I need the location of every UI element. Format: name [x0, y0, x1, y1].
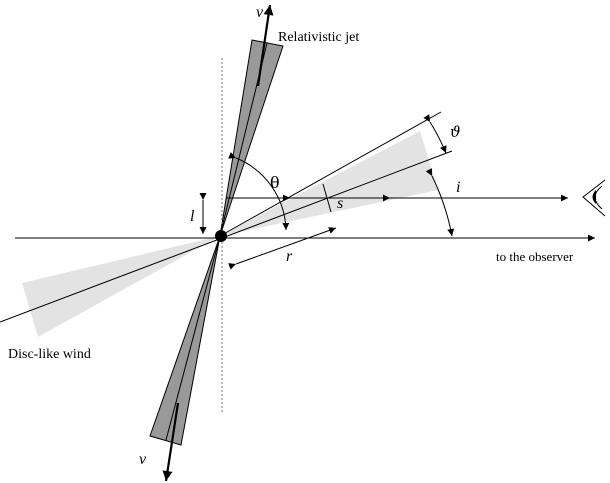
wind-cone-back: [22, 236, 220, 337]
theta-label: θ: [270, 173, 280, 192]
velocity-label-bottom: v: [139, 451, 147, 468]
inclination-label: i: [456, 179, 460, 196]
velocity-label-top: v: [256, 4, 264, 21]
radius-arrow: [228, 227, 337, 270]
jet-cone-lower: [149, 235, 221, 446]
observer-eye-icon: [582, 179, 606, 217]
opening-angle-arc: [423, 114, 447, 154]
distance-label: s: [337, 195, 343, 212]
theta-angle-arc: [228, 152, 290, 231]
observer-label: to the observer: [496, 249, 574, 264]
inclination-angle-arc: [425, 168, 455, 237]
wind-label: Disc-like wind: [8, 347, 91, 362]
radius-label: r: [286, 248, 293, 265]
central-source: [215, 230, 227, 242]
opening-angle-label: ϑ: [450, 123, 461, 141]
distance-tick: [322, 183, 332, 213]
jet-axis-lower: [165, 235, 221, 441]
velocity-arrow-top: [256, 4, 274, 87]
jet-cone-upper: [219, 39, 284, 237]
height-label: l: [190, 208, 195, 225]
jet-label: Relativistic jet: [278, 30, 359, 45]
velocity-arrow-bottom: [162, 402, 180, 482]
wind-cone-front: [220, 131, 438, 236]
